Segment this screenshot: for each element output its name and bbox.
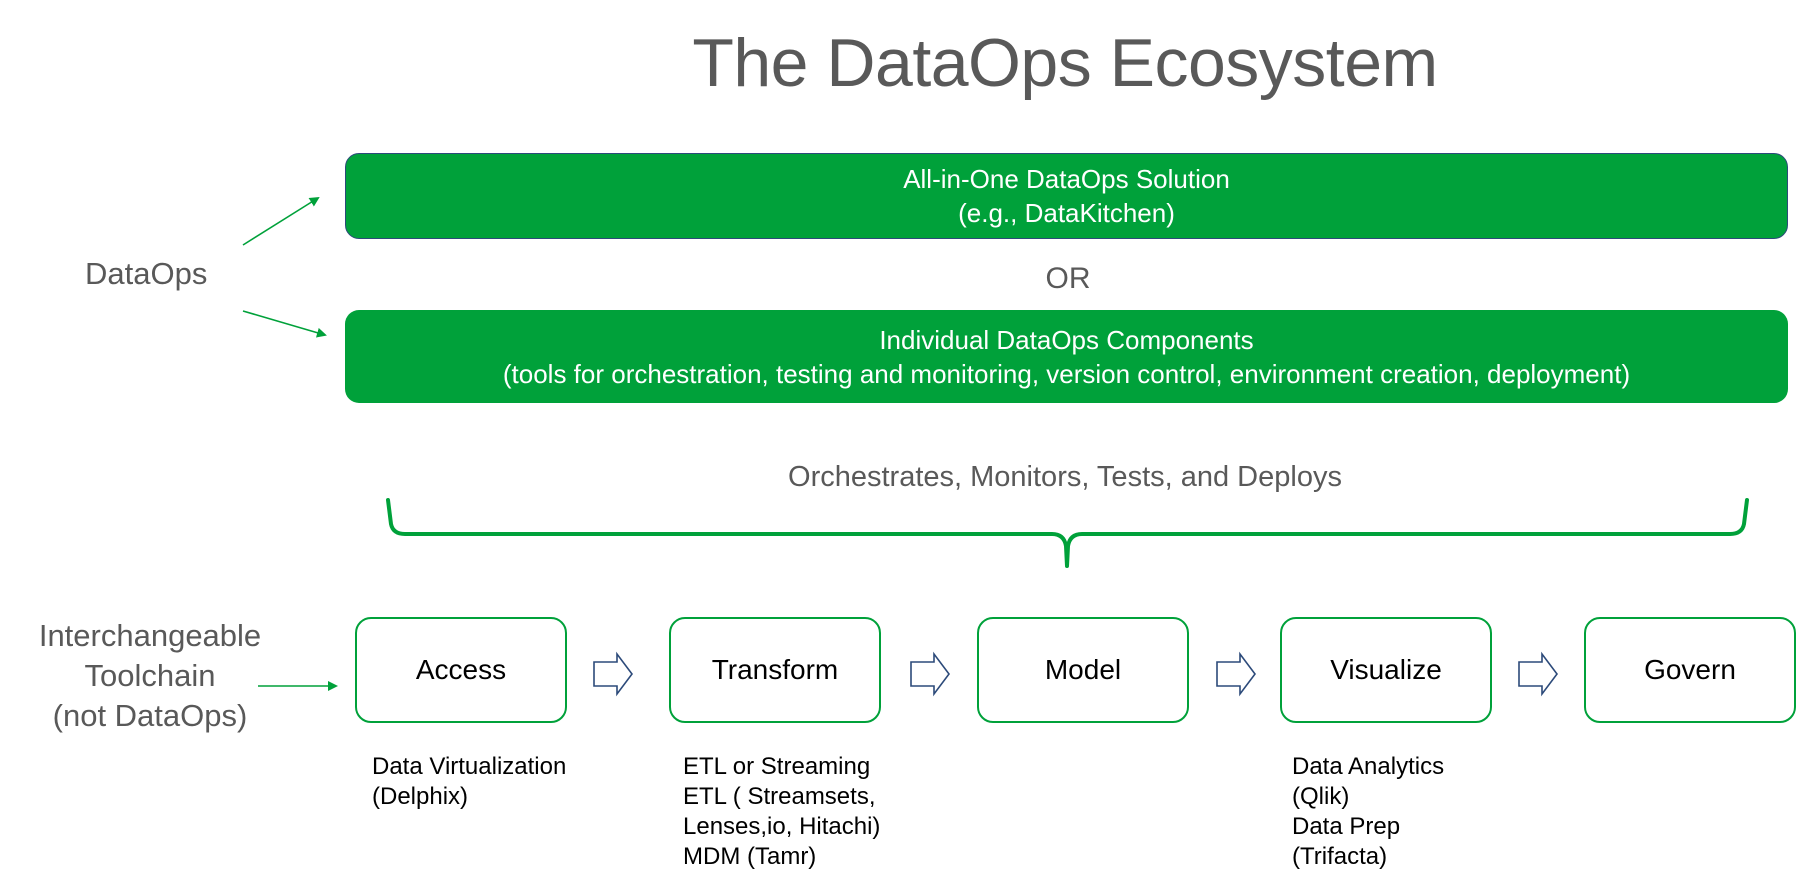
flow-arrow-icon	[593, 651, 633, 697]
individual-line1: Individual DataOps Components	[879, 324, 1254, 355]
dataops-label: DataOps	[85, 256, 208, 291]
flow-arrow-icon	[1216, 651, 1256, 697]
stage-visualize: Visualize	[1280, 617, 1492, 723]
visualize-tool-line: (Trifacta)	[1292, 843, 1388, 870]
all-in-one-solution-box: All-in-One DataOps Solution (e.g., DataK…	[345, 153, 1788, 239]
visualize-tool-line: Data Analytics	[1292, 753, 1445, 780]
access-tool-line: Data Virtualization	[372, 753, 567, 780]
page-title: The DataOps Ecosystem	[692, 25, 1438, 101]
flow-arrow-icon	[1518, 651, 1558, 697]
stage-model: Model	[977, 617, 1189, 723]
stage-transform: Transform	[669, 617, 881, 723]
stage-access: Access	[355, 617, 567, 723]
toolchain-line3: (not DataOps)	[52, 698, 248, 733]
visualize-tool-line: (Qlik)	[1292, 783, 1350, 810]
access-tools: Data Virtualization (Delphix)	[372, 752, 566, 812]
transform-tool-line: ETL ( Streamsets,	[683, 783, 876, 810]
toolchain-label: Interchangeable Toolchain (not DataOps)	[20, 616, 280, 736]
orchestrates-label: Orchestrates, Monitors, Tests, and Deplo…	[788, 461, 1342, 493]
transform-tool-line: Lenses,io, Hitachi)	[683, 813, 881, 840]
orchestration-brace	[386, 498, 1749, 568]
dataops-arrow-up	[242, 196, 320, 246]
toolchain-line2: Toolchain	[84, 658, 216, 693]
stage-govern: Govern	[1584, 617, 1796, 723]
toolchain-line1: Interchangeable	[38, 618, 262, 653]
or-label: OR	[1045, 262, 1091, 295]
transform-tools: ETL or Streaming ETL ( Streamsets, Lense…	[683, 752, 880, 872]
individual-line2: (tools for orchestration, testing and mo…	[502, 358, 1631, 389]
individual-components-box: Individual DataOps Components (tools for…	[345, 310, 1788, 403]
visualize-tools: Data Analytics (Qlik) Data Prep (Trifact…	[1292, 752, 1444, 872]
all-in-one-line2: (e.g., DataKitchen)	[958, 198, 1175, 228]
transform-tool-line: MDM (Tamr)	[683, 843, 817, 870]
transform-tool-line: ETL or Streaming	[683, 753, 871, 780]
flow-arrow-icon	[910, 651, 950, 697]
access-tool-line: (Delphix)	[372, 783, 469, 810]
all-in-one-line1: All-in-One DataOps Solution	[903, 164, 1230, 194]
visualize-tool-line: Data Prep	[1292, 813, 1401, 840]
dataops-arrow-down	[242, 310, 327, 338]
